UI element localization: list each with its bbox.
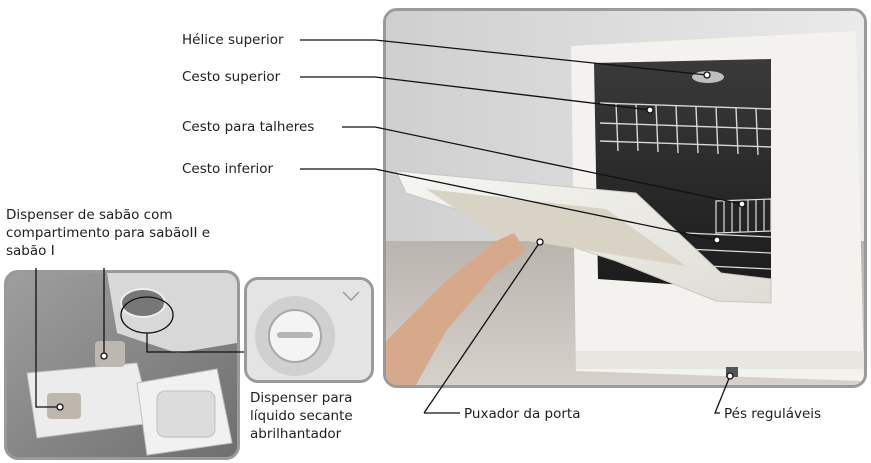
label-soap-dispenser: Dispenser de sabão com compartimento par… <box>6 207 211 259</box>
label-door-handle: Puxador da porta <box>464 406 581 422</box>
soap-dispenser-illustration <box>7 273 237 457</box>
label-adjustable-feet: Pés reguláveis <box>724 406 822 422</box>
rinse-dispenser-illustration <box>247 280 371 380</box>
label-rinse-dispenser: Dispenser para líquido secante abrilhant… <box>250 390 353 442</box>
label-lower-basket: Cesto inferior <box>182 161 274 177</box>
rinse-dispenser-photo <box>244 277 374 383</box>
label-upper-basket: Cesto superior <box>182 69 281 85</box>
dishwasher-illustration <box>386 11 864 385</box>
label-top-propeller: Hélice superior <box>182 32 284 48</box>
soap-dispenser-photo <box>4 270 240 460</box>
label-cutlery-basket: Cesto para talheres <box>182 119 315 135</box>
dishwasher-photo <box>383 8 867 388</box>
